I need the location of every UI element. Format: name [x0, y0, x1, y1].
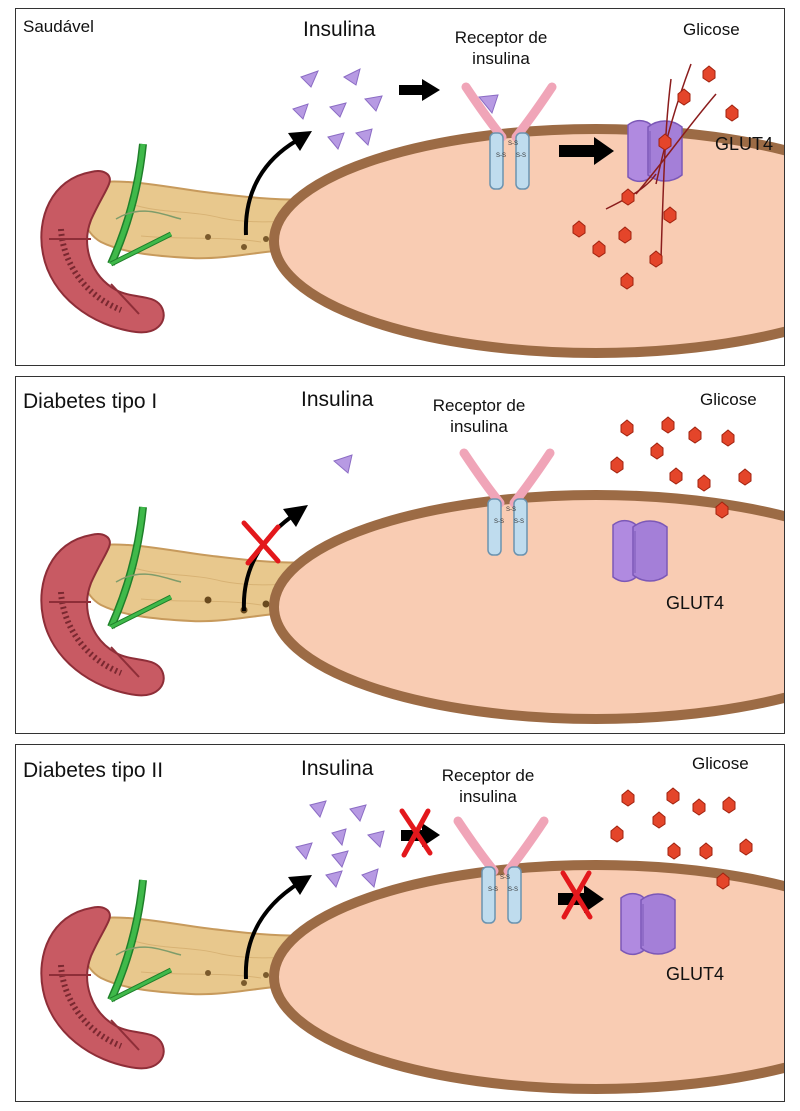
- panel-title: Diabetes tipo I: [23, 390, 158, 413]
- panel-title: Diabetes tipo II: [23, 759, 164, 782]
- panel-diabetes-tipo-1: Diabetes tipo I Insulina Receptor de ins…: [15, 376, 785, 734]
- receptor-label: Receptor de insulina: [423, 765, 553, 807]
- panel-saudavel-diagram: [16, 63, 784, 358]
- glut4-transporter: [620, 892, 676, 956]
- insulin-label: Insulina: [301, 388, 374, 411]
- glucose-label: Glicose: [692, 754, 749, 773]
- blocked-cross-receptor: [399, 808, 433, 858]
- glut4-label: GLUT4: [666, 964, 725, 984]
- glut4-label: GLUT4: [666, 593, 725, 613]
- glut4-transporter: [627, 119, 683, 183]
- glucose-label: Glicose: [700, 390, 757, 409]
- blocked-cross-glut4: [560, 870, 593, 920]
- panel-type2-diagram: [16, 787, 784, 1094]
- insulin-molecules: [292, 68, 383, 150]
- glut4-label: GLUT4: [715, 134, 774, 154]
- glucose-molecules: [610, 416, 752, 519]
- receptor-label-line1: Receptor de: [432, 396, 526, 415]
- receptor-label-line1: Receptor de: [441, 766, 535, 785]
- panel-diabetes-tipo-2: Diabetes tipo II Insulina Receptor de in…: [15, 744, 785, 1102]
- insulin-label: Insulina: [301, 757, 374, 780]
- receptor-label: Receptor de insulina: [414, 395, 544, 437]
- receptor-label-line2: insulina: [472, 49, 530, 68]
- blocked-cross: [241, 520, 281, 566]
- glucose-molecules: [610, 787, 753, 890]
- glucose-label: Glicose: [683, 20, 740, 39]
- receptor-label-line2: insulina: [459, 787, 517, 806]
- cell: [269, 124, 784, 358]
- glut4-transporter: [612, 519, 668, 583]
- glucose-molecules: [572, 65, 739, 290]
- insulin-molecules: [295, 800, 385, 888]
- panel-title: Saudável: [23, 17, 94, 36]
- insulin-label: Insulina: [303, 18, 376, 41]
- panel-type1-diagram: [16, 416, 784, 724]
- receptor-label: Receptor de insulina: [436, 27, 566, 69]
- receptor-label-line1: Receptor de: [454, 28, 548, 47]
- panel-saudavel: Saudável Insulina Receptor de insulina G…: [15, 8, 785, 366]
- receptor-label-line2: insulina: [450, 417, 508, 436]
- insulin-molecule: [333, 454, 353, 474]
